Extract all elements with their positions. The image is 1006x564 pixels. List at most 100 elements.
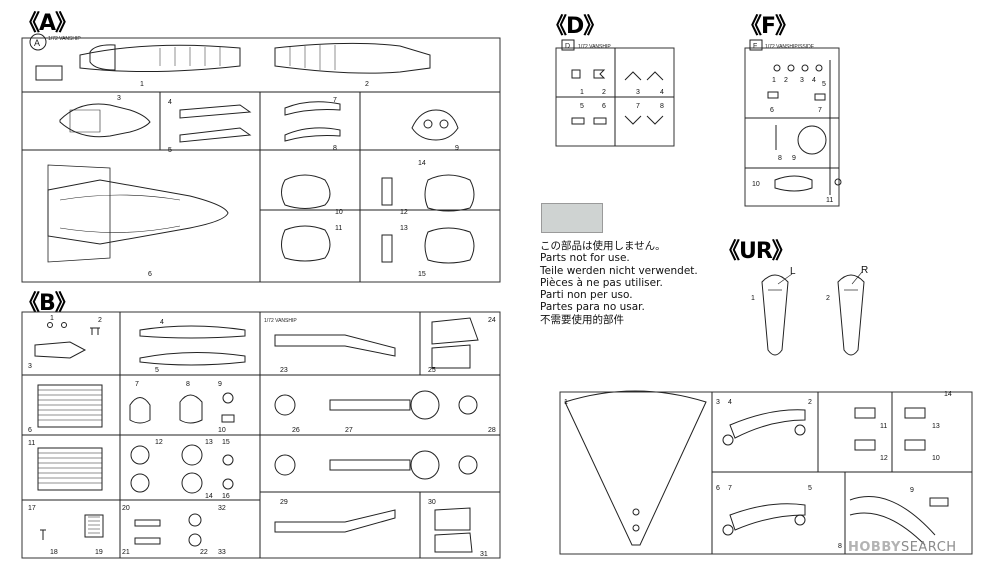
part-label-a2: 2	[365, 81, 369, 88]
part-b7	[129, 397, 151, 424]
part-label-a9: 9	[455, 145, 459, 152]
part-label-a5: 5	[168, 147, 172, 154]
note-fr: Pièces à ne pas utiliser.	[540, 276, 663, 289]
part-b27	[329, 399, 411, 411]
part-label-b23: 23	[280, 367, 288, 374]
unused-parts-swatch	[541, 203, 603, 233]
part-label-b22: 22	[200, 549, 208, 556]
section-title-ur: 《UR》	[718, 239, 794, 264]
part-label-d6: 6	[602, 103, 606, 110]
part-f6	[767, 91, 779, 99]
part-a11	[281, 225, 331, 262]
part-label-a7: 7	[333, 97, 337, 104]
part-a9	[411, 109, 459, 141]
runner-a-letter: A	[34, 38, 40, 48]
part-f4	[815, 64, 823, 72]
part-label-f6: 6	[770, 107, 774, 114]
note-es: Partes para no usar.	[540, 301, 645, 314]
section-title-d: 《D》	[545, 14, 605, 39]
part-label-a12: 12	[400, 209, 408, 216]
runner-d-letter: D	[565, 43, 570, 50]
note-ja: この部品は使用しません。	[540, 240, 666, 252]
part-d3	[624, 71, 642, 81]
part-label-b2: 2	[98, 317, 102, 324]
watermark-suffix: SEARCH	[900, 540, 957, 555]
part-label-f5: 5	[822, 81, 826, 88]
part-label-b31: 31	[480, 551, 488, 558]
part-b5	[139, 351, 246, 366]
part-b8	[179, 394, 203, 424]
runner-a: A 1/72 VANSHIP 1 2	[21, 33, 501, 283]
watermark-brand: HOBBY	[848, 540, 901, 555]
note-it: Parti non per uso.	[540, 289, 633, 302]
runner-clear: 1 2 3 4 5 6 7 8 9 10 11 12 13 14	[559, 390, 973, 555]
part-label-b25: 25	[428, 367, 436, 374]
part-b9	[222, 392, 234, 404]
note-de: Teile werden nicht verwendet.	[540, 264, 698, 277]
runner-d-tag: 1/72 VANSHIP	[578, 44, 611, 50]
part-clear11	[854, 407, 876, 419]
part-label-a13: 13	[400, 225, 408, 232]
part-clear10	[904, 439, 926, 451]
part-label-a8: 8	[333, 145, 337, 152]
part-label-d2: 2	[602, 89, 606, 96]
part-ur1-left	[761, 274, 789, 356]
part-label-b26: 26	[292, 427, 300, 434]
part-label-clear10: 10	[932, 455, 940, 462]
part-label-clear12: 12	[880, 455, 888, 462]
part-f11	[834, 178, 842, 186]
part-label-b30: 30	[428, 499, 436, 506]
part-b20	[134, 519, 161, 527]
part-label-b14: 14	[205, 493, 213, 500]
part-label-b18: 18	[50, 549, 58, 556]
part-a13	[381, 234, 393, 263]
part-a4	[179, 104, 252, 119]
part-b19	[84, 514, 104, 538]
part-f3	[801, 64, 809, 72]
part-a12	[381, 177, 393, 206]
part-f7	[814, 93, 826, 101]
part-b23	[274, 334, 396, 357]
runner-b: 1/72 VANSHIP	[21, 311, 501, 559]
part-b15	[222, 454, 234, 466]
part-label-f7: 7	[818, 107, 822, 114]
part-f2	[787, 64, 795, 72]
part-b14	[181, 472, 203, 494]
part-a10	[281, 174, 331, 209]
part-label-b19: 19	[95, 549, 103, 556]
part-label-f9: 9	[792, 155, 796, 162]
part-b13	[181, 444, 203, 466]
part-label-a15: 15	[418, 271, 426, 278]
part-a6-fuselage	[47, 179, 229, 245]
section-title-a: 《A》	[18, 11, 77, 36]
runner-a-letter-badge	[29, 33, 47, 51]
part-label-clear13: 13	[932, 423, 940, 430]
part-label-b15: 15	[222, 439, 230, 446]
part-b29	[274, 509, 396, 533]
part-f1	[773, 64, 781, 72]
part-label-a14: 14	[418, 160, 426, 167]
hobbysearch-watermark: HOBBYSEARCH	[848, 540, 957, 555]
part-label-clear2: 2	[808, 399, 812, 406]
part-label-b5: 5	[155, 367, 159, 374]
part-a14	[424, 174, 475, 212]
part-b28	[458, 395, 478, 415]
part-label-ur-r: R	[861, 265, 868, 276]
section-title-f: 《F》	[740, 14, 797, 39]
part-b18	[40, 529, 46, 540]
part-label-clear6: 6	[716, 485, 720, 492]
part-b12	[130, 445, 150, 465]
part-label-b8: 8	[186, 381, 190, 388]
part-b16	[222, 478, 234, 490]
part-label-b10: 10	[218, 427, 226, 434]
part-f9	[797, 125, 827, 155]
part-d1	[571, 69, 581, 79]
part-a7	[284, 101, 341, 116]
part-label-clear11: 11	[880, 423, 887, 430]
part-b3	[34, 341, 87, 359]
part-label-b6: 6	[28, 427, 32, 434]
part-a3	[59, 103, 151, 138]
part-label-a4: 4	[168, 99, 172, 106]
part-label-d3: 3	[636, 89, 640, 96]
part-b26	[274, 394, 296, 416]
